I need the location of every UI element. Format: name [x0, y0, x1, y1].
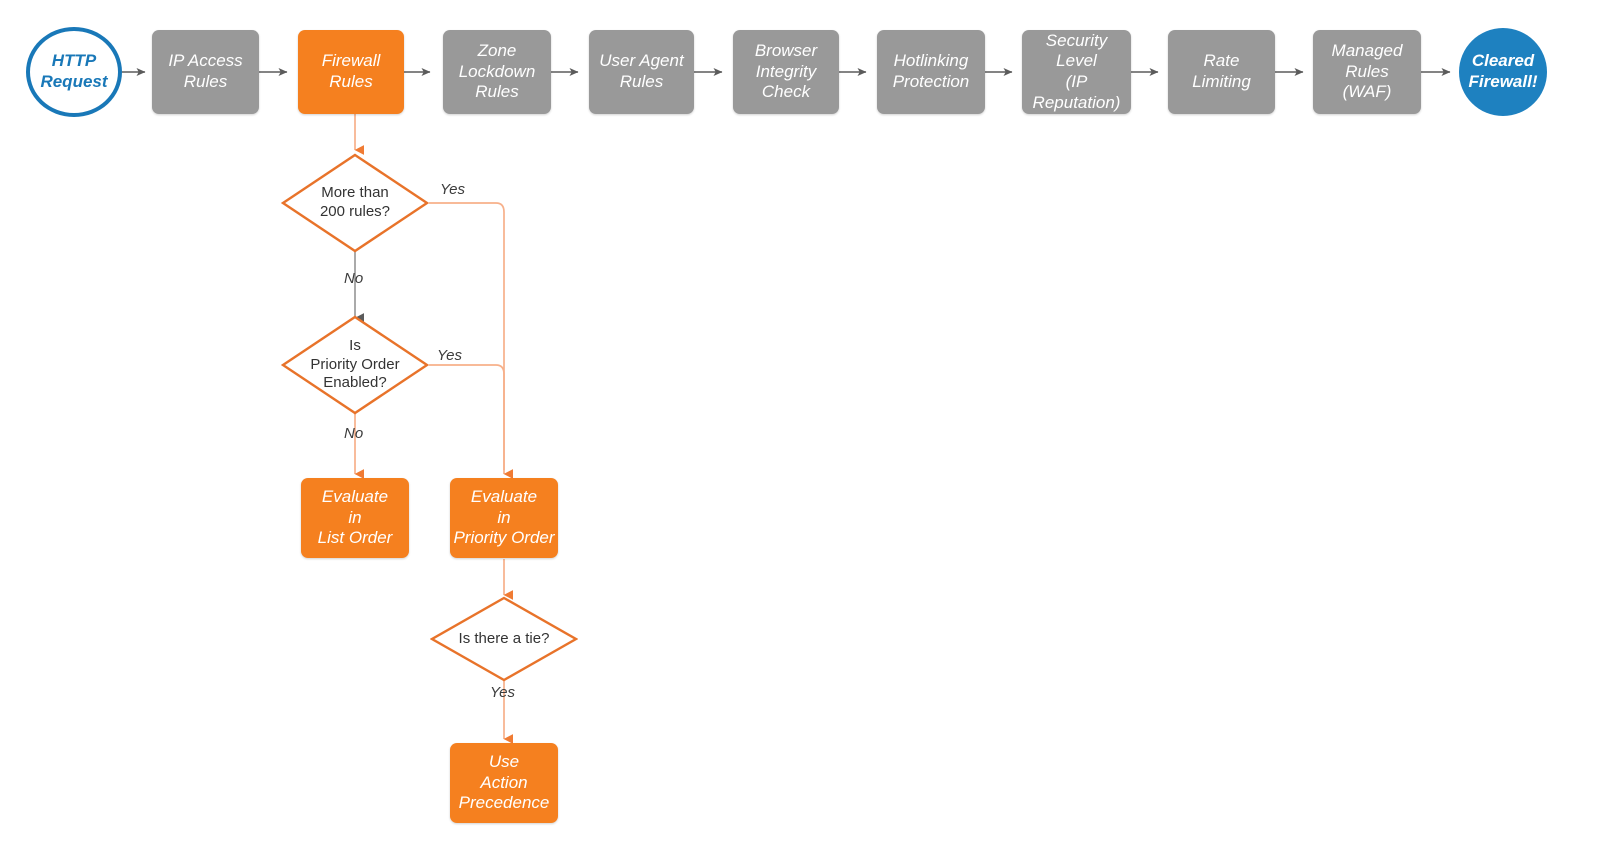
node-http-request[interactable]: HTTP Request — [26, 27, 122, 117]
decision-more-than-200-rules[interactable]: More than 200 rules? — [281, 153, 429, 253]
diamond-shape — [281, 315, 429, 415]
node-managed-rules-waf[interactable]: Managed Rules (WAF) — [1313, 30, 1421, 114]
node-label: User Agent Rules — [599, 51, 684, 91]
diamond-shape — [430, 596, 578, 682]
node-hotlinking-protection[interactable]: Hotlinking Protection — [877, 30, 985, 114]
node-label: Evaluate in List Order — [317, 486, 393, 548]
node-label: Hotlinking Protection — [892, 51, 970, 91]
edge-label-yes-200-rules: Yes — [440, 181, 466, 198]
node-label: HTTP Request — [40, 51, 108, 91]
edge-label-no-priority-order: No — [344, 425, 364, 442]
node-label: Zone Lockdown Rules — [458, 40, 536, 102]
node-zone-lockdown-rules[interactable]: Zone Lockdown Rules — [443, 30, 551, 114]
decision-priority-order-enabled[interactable]: Is Priority Order Enabled? — [281, 315, 429, 415]
node-label: Rate Limiting — [1192, 51, 1251, 91]
decision-label: Is Priority Order Enabled? — [310, 336, 400, 392]
node-evaluate-list-order[interactable]: Evaluate in List Order — [301, 478, 409, 558]
node-rate-limiting[interactable]: Rate Limiting — [1168, 30, 1275, 114]
node-security-level[interactable]: Security Level (IP Reputation) — [1022, 30, 1131, 114]
node-use-action-precedence[interactable]: Use Action Precedence — [450, 743, 558, 823]
edge-label-yes-tie: Yes — [490, 684, 516, 701]
node-label: Managed Rules (WAF) — [1331, 40, 1403, 102]
edge-decision2-yes — [429, 364, 505, 470]
node-browser-integrity-check[interactable]: Browser Integrity Check — [733, 30, 839, 114]
node-label: Firewall Rules — [321, 51, 381, 91]
node-user-agent-rules[interactable]: User Agent Rules — [589, 30, 694, 114]
node-firewall-rules[interactable]: Firewall Rules — [298, 30, 404, 114]
node-label: Cleared Firewall! — [1468, 51, 1538, 91]
edge-label-no-200-rules: No — [344, 270, 364, 287]
decision-label: More than 200 rules? — [319, 184, 391, 220]
node-label: Evaluate in Priority Order — [453, 486, 555, 548]
node-label: IP Access Rules — [168, 51, 243, 91]
edge-decision1-yes — [429, 202, 514, 479]
decision-label: Is there a tie? — [458, 629, 550, 647]
node-cleared-firewall[interactable]: Cleared Firewall! — [1459, 28, 1547, 116]
edge-label-yes-priority-order: Yes — [437, 347, 463, 364]
node-ip-access-rules[interactable]: IP Access Rules — [152, 30, 259, 114]
node-label: Security Level (IP Reputation) — [1032, 30, 1121, 112]
node-evaluate-priority-order[interactable]: Evaluate in Priority Order — [450, 478, 558, 558]
node-label: Browser Integrity Check — [754, 40, 818, 102]
decision-is-there-a-tie[interactable]: Is there a tie? — [430, 596, 578, 682]
node-label: Use Action Precedence — [458, 751, 550, 813]
diamond-shape — [281, 153, 429, 253]
